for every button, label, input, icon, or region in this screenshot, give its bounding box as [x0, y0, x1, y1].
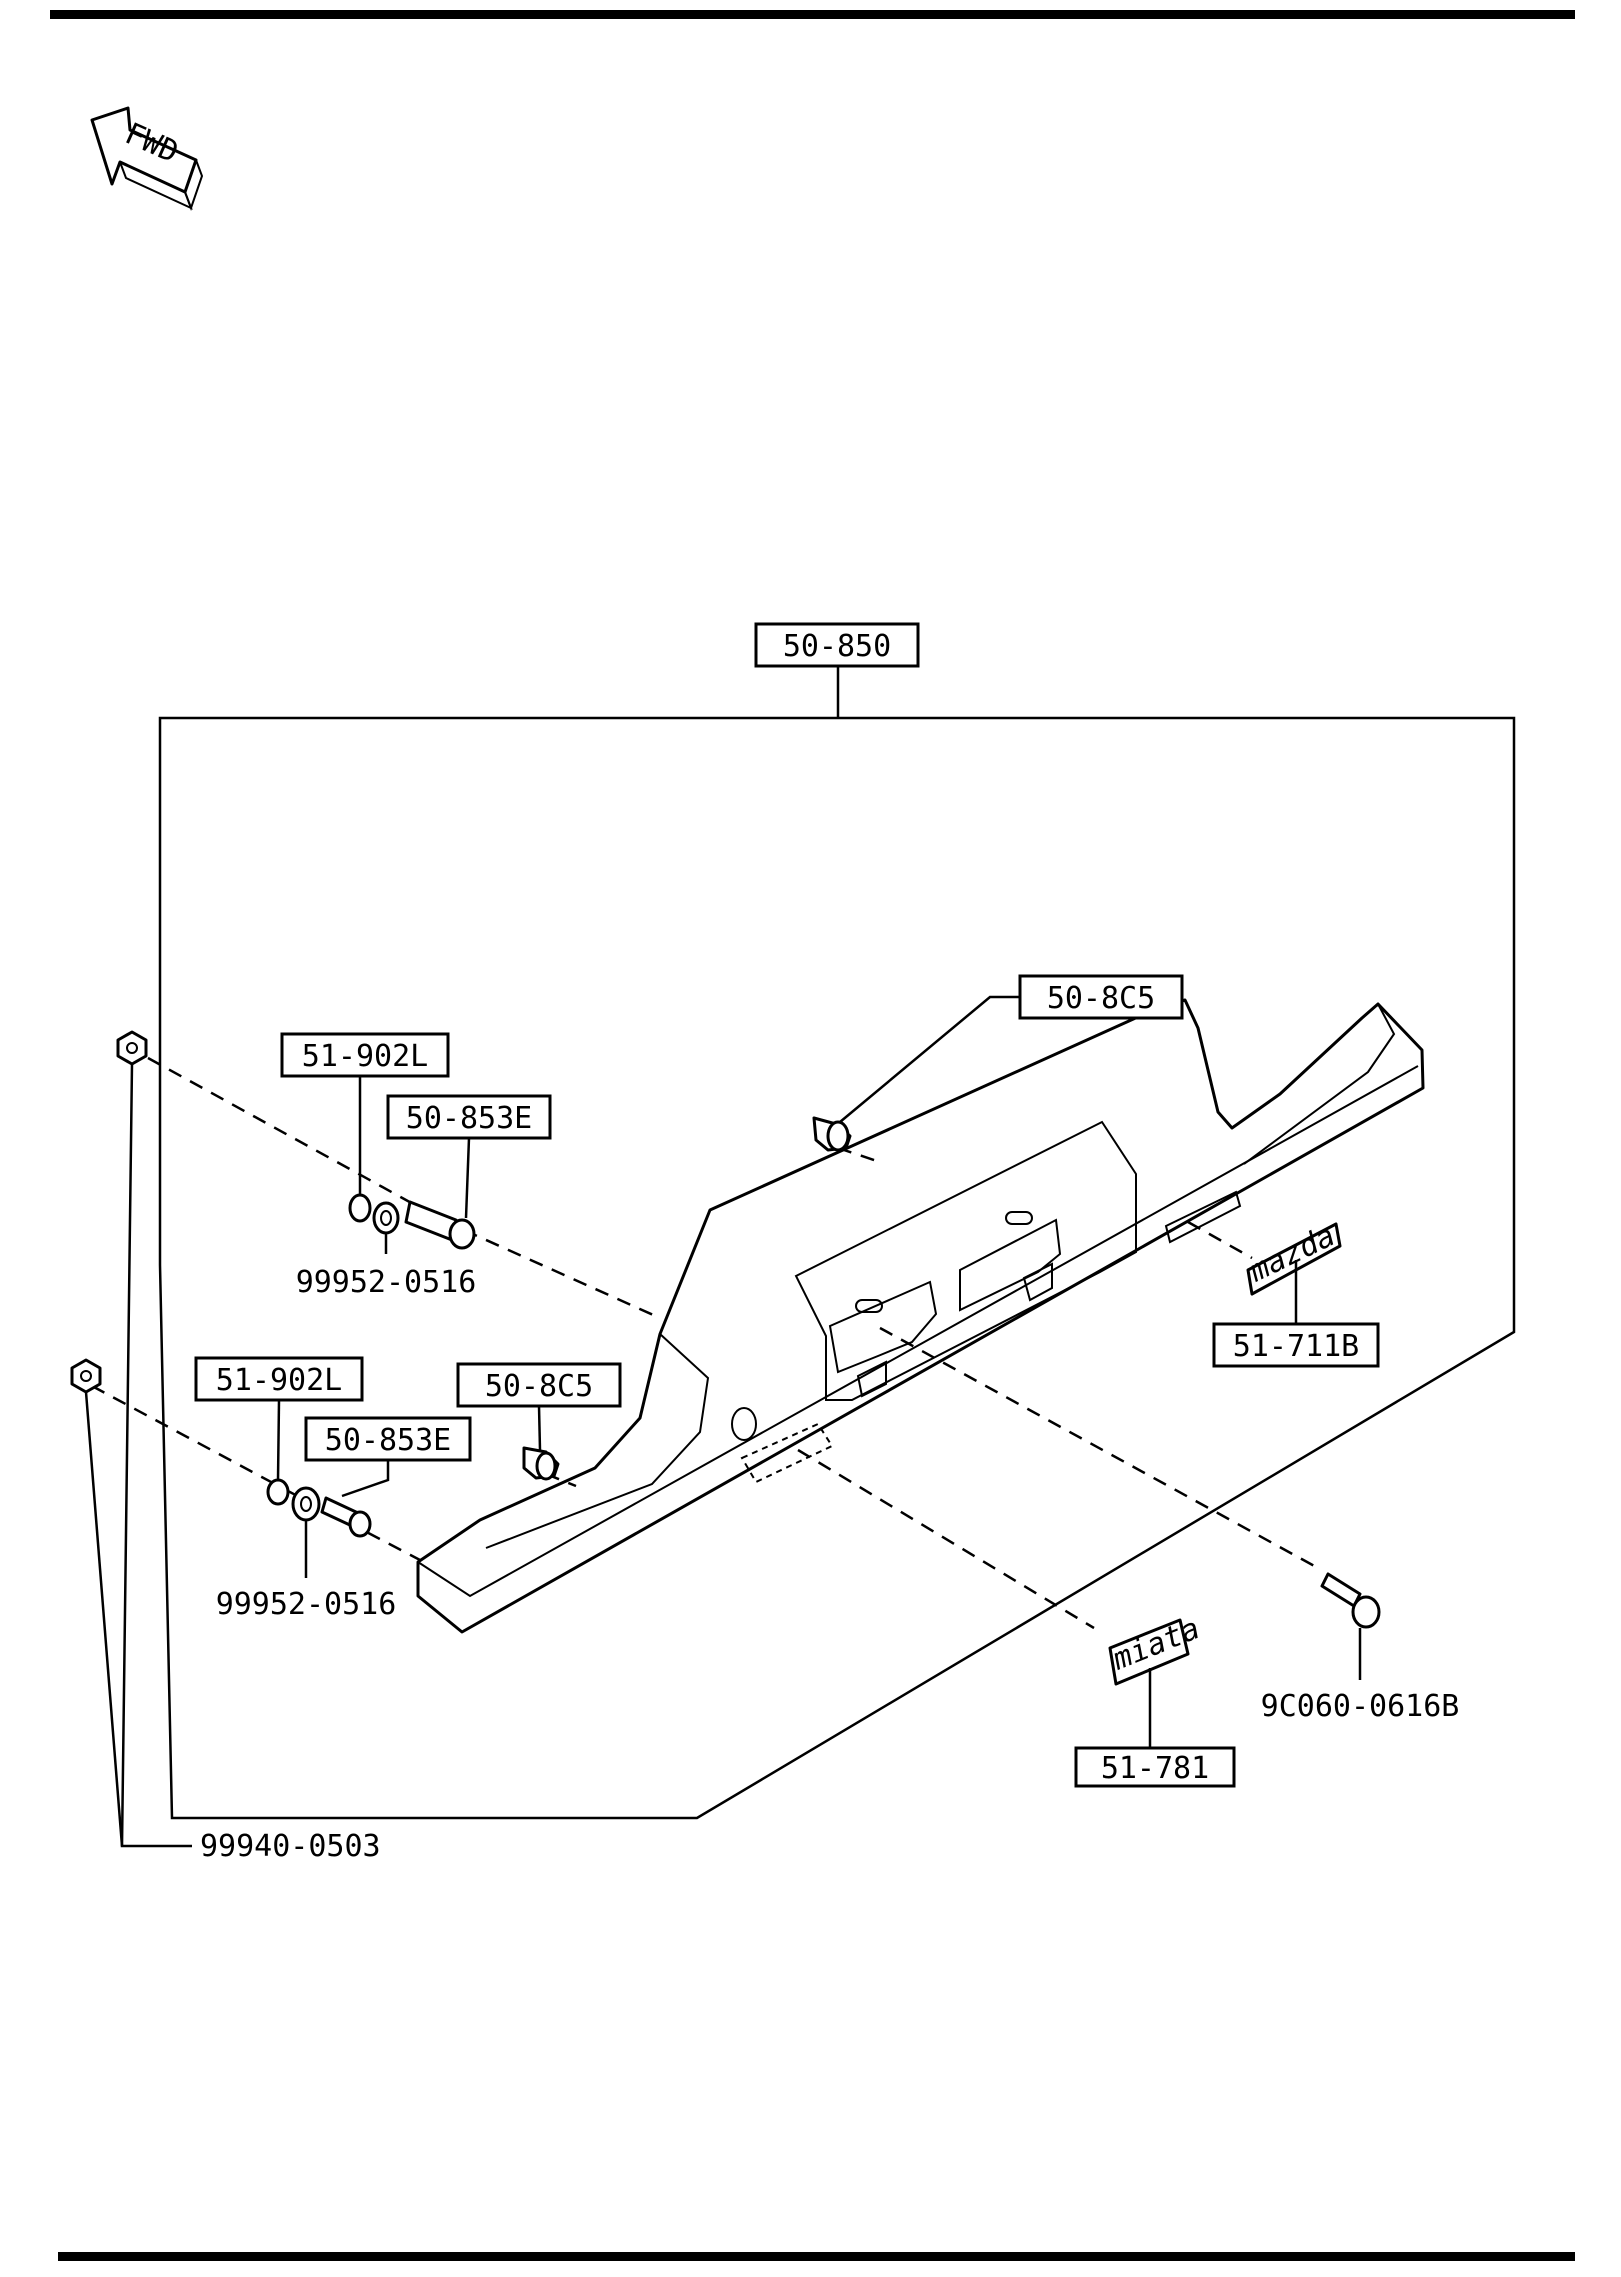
callout-bolt-upper-label: 50-853E	[406, 1101, 532, 1136]
nut-lower-icon	[70, 1358, 102, 1394]
emblem-center-icon: miata	[1107, 1611, 1205, 1686]
washer-upper-icon	[348, 1193, 400, 1235]
callout-assembly-label: 50-850	[783, 629, 891, 664]
callout-assembly: 50-850	[754, 622, 920, 668]
washer-lower-icon	[266, 1478, 321, 1522]
callout-clip-upper: 50-8C5	[1018, 974, 1184, 1020]
callout-nut-code-upper-label: 99952-0516	[296, 1265, 477, 1300]
callout-washer-upper: 51-902L	[280, 1032, 450, 1078]
callout-bolt-lower-label: 50-853E	[325, 1423, 451, 1458]
callout-emblem-right-label: 51-711B	[1233, 1329, 1359, 1364]
nut-upper-icon	[116, 1030, 148, 1066]
callout-clip-lower-label: 50-8C5	[485, 1369, 593, 1404]
callout-emblem-right: 51-711B	[1212, 1322, 1380, 1368]
callout-bolt-upper: 50-853E	[386, 1094, 552, 1140]
callout-screw-label: 9C060-0616B	[1261, 1689, 1460, 1724]
top-rule	[50, 10, 1575, 19]
assembly-bracket	[158, 716, 1516, 1820]
callout-washer-upper-label: 51-902L	[302, 1039, 428, 1074]
callout-washer-lower-label: 51-902L	[216, 1363, 342, 1398]
clip-upper-icon	[812, 1116, 852, 1152]
callout-washer-lower: 51-902L	[194, 1356, 364, 1402]
bolt-lower-icon	[320, 1496, 372, 1538]
callout-clip-upper-label: 50-8C5	[1047, 981, 1155, 1016]
bottom-rule	[58, 2252, 1575, 2261]
callout-clip-lower: 50-8C5	[456, 1362, 622, 1408]
emblem-right-icon: mazda	[1243, 1218, 1342, 1296]
callout-nut-common-label: 99940-0503	[200, 1829, 381, 1864]
callout-emblem-center-label: 51-781	[1101, 1751, 1209, 1786]
rear-garnish-panel	[416, 998, 1425, 1634]
screw-icon	[1320, 1572, 1381, 1629]
fwd-arrow-icon: FWD	[90, 106, 204, 211]
bolt-upper-icon	[404, 1200, 476, 1250]
callout-emblem-center: 51-781	[1074, 1746, 1236, 1788]
clip-lower-icon	[522, 1446, 560, 1481]
callout-nut-code-lower-label: 99952-0516	[216, 1587, 397, 1622]
emblem-right-script: mazda	[1243, 1218, 1340, 1289]
callout-bolt-lower: 50-853E	[304, 1416, 472, 1462]
